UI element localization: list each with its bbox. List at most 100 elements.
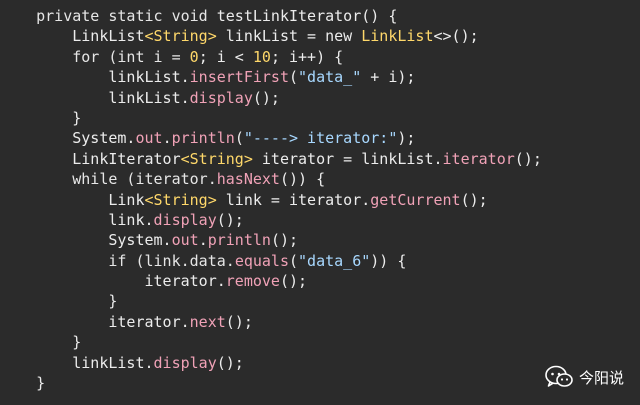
code-line: private static void testLinkIterator() { (0, 6, 640, 26)
code-token: insertFirst (189, 68, 289, 87)
code-token: linkList = new (216, 27, 362, 46)
code-token: next (189, 312, 226, 331)
code-indent (0, 48, 72, 66)
code-token: (); (216, 353, 244, 372)
code-token: display (153, 353, 217, 372)
code-line: } (0, 108, 640, 128)
watermark: 今阳说 (545, 365, 624, 389)
code-token: "data_" (298, 68, 362, 87)
code-token: linkList. (108, 88, 190, 107)
code-token: linkList. (72, 353, 154, 372)
code-token: (); (279, 272, 308, 291)
code-token: System. (108, 231, 172, 250)
code-line: System.out.println(); (0, 230, 640, 250)
code-indent (0, 231, 108, 249)
code-line: Link<String> link = iterator.getCurrent(… (0, 190, 640, 210)
code-indent (0, 354, 72, 372)
code-token: 10 (252, 47, 271, 66)
wechat-icon (545, 365, 573, 389)
code-line: iterator.next(); (0, 312, 640, 332)
code-indent (0, 333, 72, 351)
code-token: println (171, 129, 235, 148)
code-line: System.out.println("----> iterator:"); (0, 128, 640, 148)
code-token: ; i++) { (270, 47, 344, 66)
code-indent (0, 252, 108, 270)
code-token: equals (234, 251, 289, 270)
code-token: } (108, 292, 118, 311)
code-token: out (135, 129, 163, 148)
code-token: Link (108, 190, 145, 209)
code-indent (0, 211, 108, 229)
code-line: if (link.data.equals("data_6")) { (0, 251, 640, 271)
code-token: iterator = linkList. (252, 149, 443, 168)
code-indent (0, 7, 36, 25)
code-indent (0, 129, 72, 147)
code-block: private static void testLinkIterator() {… (0, 6, 640, 393)
code-token: 0 (189, 47, 199, 66)
code-line: } (0, 373, 640, 393)
code-token: (); (252, 88, 280, 107)
code-token: ; i < (198, 47, 253, 66)
code-indent (0, 272, 145, 290)
code-token: ( (289, 251, 299, 270)
code-indent (0, 374, 36, 392)
code-line: link.display(); (0, 210, 640, 230)
code-indent (0, 191, 108, 209)
code-token: private static void (36, 7, 217, 25)
code-token: + i); (361, 68, 416, 87)
code-token: } (72, 333, 82, 352)
code-token: getCurrent (370, 190, 461, 209)
code-token: <String> (180, 149, 253, 168)
code-line: linkList.display(); (0, 353, 640, 373)
code-line: while (iterator.hasNext()) { (0, 169, 640, 189)
code-token: for (int i = (72, 47, 190, 66)
code-token: <String> (144, 27, 217, 46)
code-token: iterator. (108, 312, 190, 331)
code-token: ); (397, 129, 416, 148)
code-token: LinkList (72, 27, 145, 46)
code-token: )) { (370, 251, 407, 270)
code-indent (0, 150, 72, 168)
code-token: ()) { (279, 170, 326, 189)
code-token: ( (289, 68, 299, 87)
code-token: (); (270, 231, 299, 250)
code-token: testLinkIterator (216, 7, 362, 25)
code-token: display (153, 210, 217, 229)
code-token: display (189, 88, 253, 107)
code-token: <String> (144, 190, 217, 209)
code-indent (0, 292, 108, 310)
code-token: link. (108, 210, 154, 229)
code-token: (); (514, 149, 542, 168)
code-token: while (iterator. (72, 170, 217, 189)
code-token: LinkIterator (72, 149, 181, 168)
code-line: } (0, 332, 640, 352)
code-token: link = iterator. (216, 190, 371, 209)
code-token: LinkList (361, 27, 434, 46)
code-line: iterator.remove(); (0, 271, 640, 291)
code-token: remove (225, 272, 280, 291)
code-token: (); (460, 190, 488, 209)
code-token: (); (225, 312, 253, 331)
code-line: LinkIterator<String> iterator = linkList… (0, 149, 640, 169)
code-token: iterator (442, 149, 515, 168)
code-token: ( (234, 129, 244, 148)
code-token: linkList. (108, 68, 190, 87)
code-token: (); (216, 210, 244, 229)
code-token: <>(); (433, 27, 479, 46)
code-indent (0, 68, 108, 86)
code-token: "data_6" (298, 251, 371, 270)
code-token: } (36, 374, 46, 393)
code-indent (0, 89, 108, 107)
code-line: linkList.insertFirst("data_" + i); (0, 67, 640, 87)
code-token: hasNext (216, 170, 280, 189)
code-token: out (171, 231, 199, 250)
code-indent (0, 27, 72, 45)
code-token: if (link.data. (108, 251, 235, 270)
code-token: . (198, 231, 208, 250)
code-token: iterator. (144, 272, 226, 291)
code-token: . (162, 129, 172, 148)
code-token: } (72, 108, 82, 127)
code-token: "----> iterator:" (243, 129, 398, 148)
code-indent (0, 170, 72, 188)
